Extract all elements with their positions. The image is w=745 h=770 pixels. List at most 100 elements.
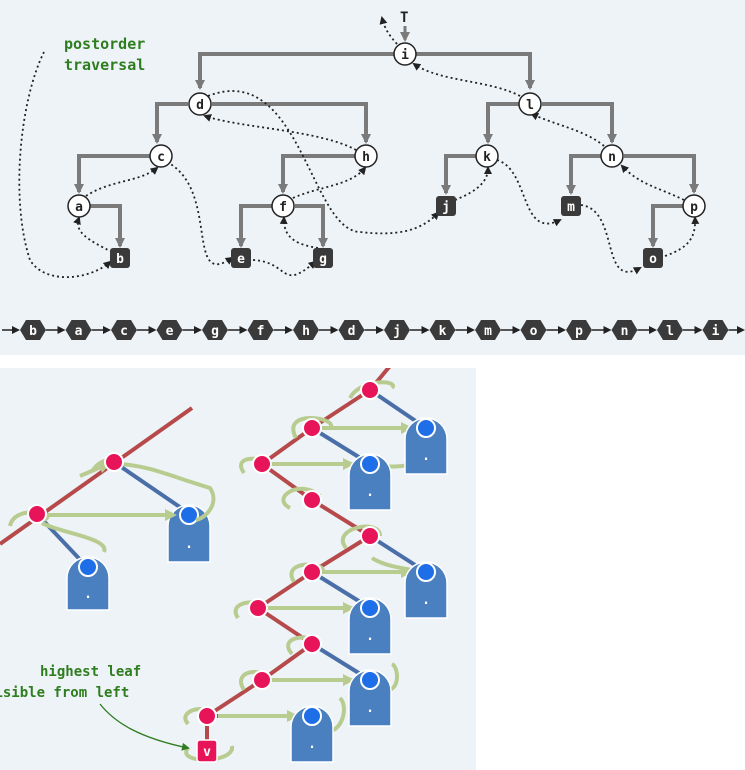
sequence-label: i bbox=[712, 324, 720, 339]
path-e-g bbox=[252, 259, 317, 277]
path-l-i bbox=[412, 62, 521, 97]
sequence-item-n bbox=[611, 320, 638, 340]
edge-n-m bbox=[566, 154, 601, 195]
internal-node-k: k bbox=[475, 144, 499, 168]
caption-line-2: traversal bbox=[64, 56, 145, 74]
node-label-d: d bbox=[196, 98, 204, 113]
sequence-label: g bbox=[211, 324, 219, 339]
sequence-label: b bbox=[29, 324, 37, 339]
path-o-p bbox=[664, 216, 700, 257]
subtree-glyph: . bbox=[422, 449, 430, 464]
sequence-item-f bbox=[247, 320, 274, 340]
internal-node-a: a bbox=[67, 194, 91, 218]
left-chain-node bbox=[252, 454, 272, 474]
spine-edge bbox=[310, 388, 372, 430]
schematic-left-path bbox=[8, 457, 216, 553]
sequence-label: p bbox=[575, 324, 583, 339]
left-chain-node bbox=[197, 706, 217, 726]
right-child-node bbox=[360, 670, 380, 690]
path-n-l bbox=[530, 112, 605, 147]
marked-leaf-v: v bbox=[196, 739, 218, 763]
node-label-k: k bbox=[483, 150, 491, 165]
left-chain-node bbox=[360, 526, 380, 546]
edge-d-h bbox=[212, 102, 371, 144]
node-label-n: n bbox=[608, 150, 616, 165]
annotation-line-1: highest leaf bbox=[40, 664, 141, 680]
internal-node-h: h bbox=[354, 144, 378, 168]
node-label-a: a bbox=[75, 200, 83, 215]
sequence-item-c bbox=[111, 320, 137, 340]
path-c-e bbox=[166, 161, 234, 266]
subtree bbox=[348, 597, 392, 655]
edge-h-f bbox=[278, 154, 355, 194]
path-k-m bbox=[496, 159, 562, 227]
leaf-node-b: b bbox=[110, 248, 130, 268]
caption-line-1: postorder bbox=[64, 35, 145, 53]
right-child-node bbox=[360, 598, 380, 618]
edge-f-e bbox=[236, 204, 272, 248]
subtree-glyph: . bbox=[422, 593, 430, 608]
sequence-item-d bbox=[338, 320, 365, 340]
path-j-k bbox=[454, 166, 492, 201]
annotation-arrow bbox=[99, 703, 190, 751]
subtree-glyph: . bbox=[366, 701, 374, 716]
edge-d-c bbox=[152, 102, 188, 144]
sequence-item-m bbox=[475, 320, 501, 340]
subtree bbox=[290, 705, 334, 763]
edge-i-l bbox=[416, 52, 535, 90]
subtree bbox=[404, 561, 448, 619]
sequence-item-e bbox=[156, 320, 183, 340]
path-a-c bbox=[85, 166, 159, 197]
path-start bbox=[18, 51, 112, 278]
path-f-h bbox=[292, 166, 367, 199]
sequence-item-p bbox=[566, 320, 592, 340]
traversal-path bbox=[18, 16, 700, 278]
sequence-item-j bbox=[384, 320, 410, 340]
left-chain-node bbox=[360, 380, 380, 400]
leaf-label-j: j bbox=[442, 200, 450, 215]
sequence-label: o bbox=[530, 324, 538, 339]
path-i-exit bbox=[379, 16, 398, 45]
sequence-item-o bbox=[520, 320, 547, 340]
node-label-l: l bbox=[526, 98, 534, 113]
path-d-j bbox=[207, 90, 440, 235]
internal-node-l: l bbox=[518, 92, 542, 116]
sequence-label: e bbox=[166, 324, 174, 339]
sequence-item-l bbox=[657, 320, 683, 340]
leaf-node-g: g bbox=[313, 248, 333, 268]
right-child-node bbox=[78, 557, 98, 577]
leaf-node-m: m bbox=[561, 196, 581, 216]
root-pointer-label: T bbox=[400, 10, 408, 26]
right-child-node bbox=[416, 418, 436, 438]
edge-a-b bbox=[90, 204, 125, 248]
left-chain-node bbox=[302, 418, 322, 438]
internal-node-p: p bbox=[682, 194, 706, 218]
edge-c-a bbox=[74, 154, 151, 194]
sequence-item-b bbox=[20, 320, 46, 340]
postorder-tree-panel bbox=[0, 0, 745, 355]
subtree-glyph: . bbox=[84, 587, 92, 602]
path-p-n bbox=[620, 164, 685, 201]
internal-node-d: d bbox=[188, 92, 212, 116]
edge-k-j bbox=[441, 154, 476, 195]
edge-p-o bbox=[648, 204, 683, 248]
subtree bbox=[348, 669, 392, 727]
path-g-f bbox=[279, 216, 319, 249]
edge-f-g bbox=[295, 204, 328, 248]
leaf-node-j: j bbox=[436, 196, 456, 216]
internal-node-c: c bbox=[149, 144, 173, 168]
tree-edges bbox=[74, 52, 699, 248]
sequence-item-g bbox=[202, 320, 228, 340]
left-chain-node bbox=[302, 490, 322, 510]
left-chain-node bbox=[252, 670, 272, 690]
right-edge-upper bbox=[112, 460, 192, 516]
sequence-label: c bbox=[120, 324, 128, 339]
spine-edge bbox=[310, 498, 372, 538]
sequence-label: k bbox=[439, 324, 447, 339]
node-label-c: c bbox=[157, 150, 165, 165]
path-b-a bbox=[73, 216, 113, 253]
schematic-left: . . bbox=[0, 406, 216, 611]
path-loop bbox=[348, 380, 395, 400]
sequence-label: l bbox=[666, 324, 674, 339]
edge-n-p bbox=[624, 154, 699, 194]
